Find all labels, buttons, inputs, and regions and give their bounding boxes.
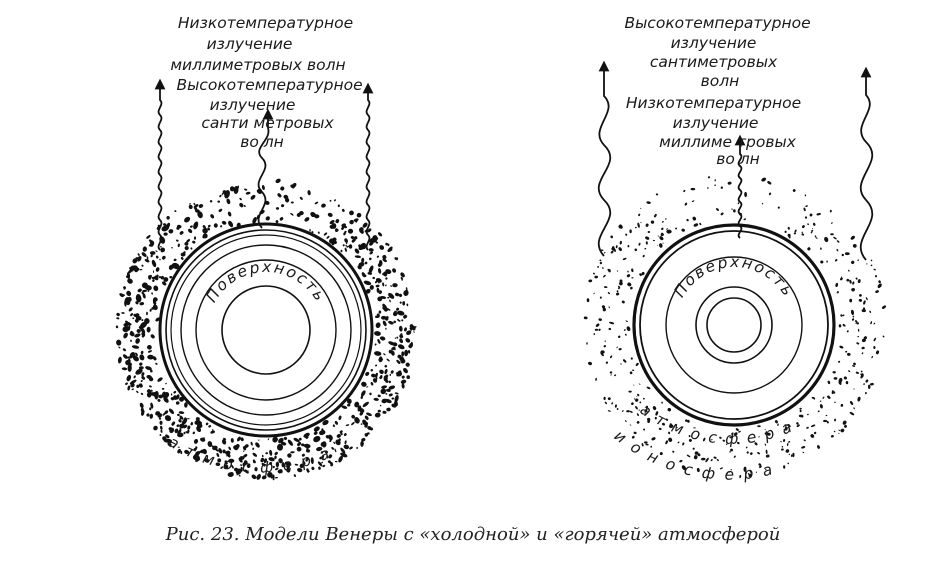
right-model: Поверхность атмосфера ионосфера Высокоте… <box>583 14 887 484</box>
right-wave-left <box>597 60 612 257</box>
right-label-high-temp: Высокотемпературное излучение сантиметро… <box>624 14 815 90</box>
left-atmosphere-speckle <box>115 178 417 481</box>
right-ionosphere-speckle <box>583 176 887 479</box>
left-label-low-temp: Низкотемпературное излучение миллиметров… <box>170 14 358 74</box>
left-label-high-temp: Высокотемпературное излучение санти метр… <box>176 76 367 151</box>
right-label-low-temp: Низкотемпературное излучение миллиме тро… <box>626 94 806 168</box>
left-wave-right <box>362 82 374 251</box>
right-wave-right <box>859 66 874 261</box>
left-planet <box>158 222 374 438</box>
right-planet <box>632 223 836 427</box>
figure-caption: Рис. 23. Модели Венеры с «холодной» и «г… <box>165 524 781 545</box>
left-surface-label: Поверхность <box>202 258 329 306</box>
right-wave-center <box>734 134 746 239</box>
left-wave-center <box>257 108 274 229</box>
left-model: Поверхность атмосфера Низкотемпературное… <box>115 14 417 481</box>
right-surface-label: Поверхность <box>670 253 797 301</box>
left-wave-left <box>154 78 166 251</box>
